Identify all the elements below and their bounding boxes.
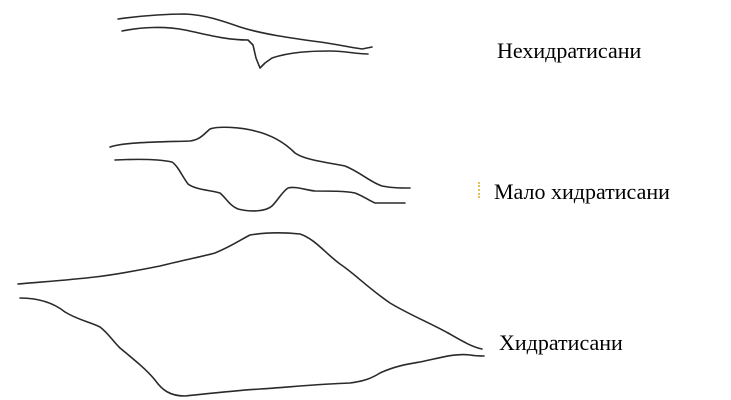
slightly-hydrated-lower-outline xyxy=(115,159,405,211)
label-hydrated: Хидратисани xyxy=(499,330,623,356)
slightly-hydrated-upper-outline xyxy=(110,127,410,188)
slightly-hydrated-shape xyxy=(110,127,410,211)
unhydrated-shape xyxy=(118,14,372,68)
dotted-marker xyxy=(478,182,482,198)
hydrated-upper-outline xyxy=(18,233,482,349)
unhydrated-lower-outline xyxy=(122,27,368,68)
label-slightly-hydrated: Мало хидратисани xyxy=(494,179,670,205)
unhydrated-upper-outline xyxy=(118,14,372,49)
hydrated-lower-outline xyxy=(20,298,484,396)
hydrated-shape xyxy=(18,233,484,396)
label-unhydrated: Нехидратисани xyxy=(497,38,641,64)
